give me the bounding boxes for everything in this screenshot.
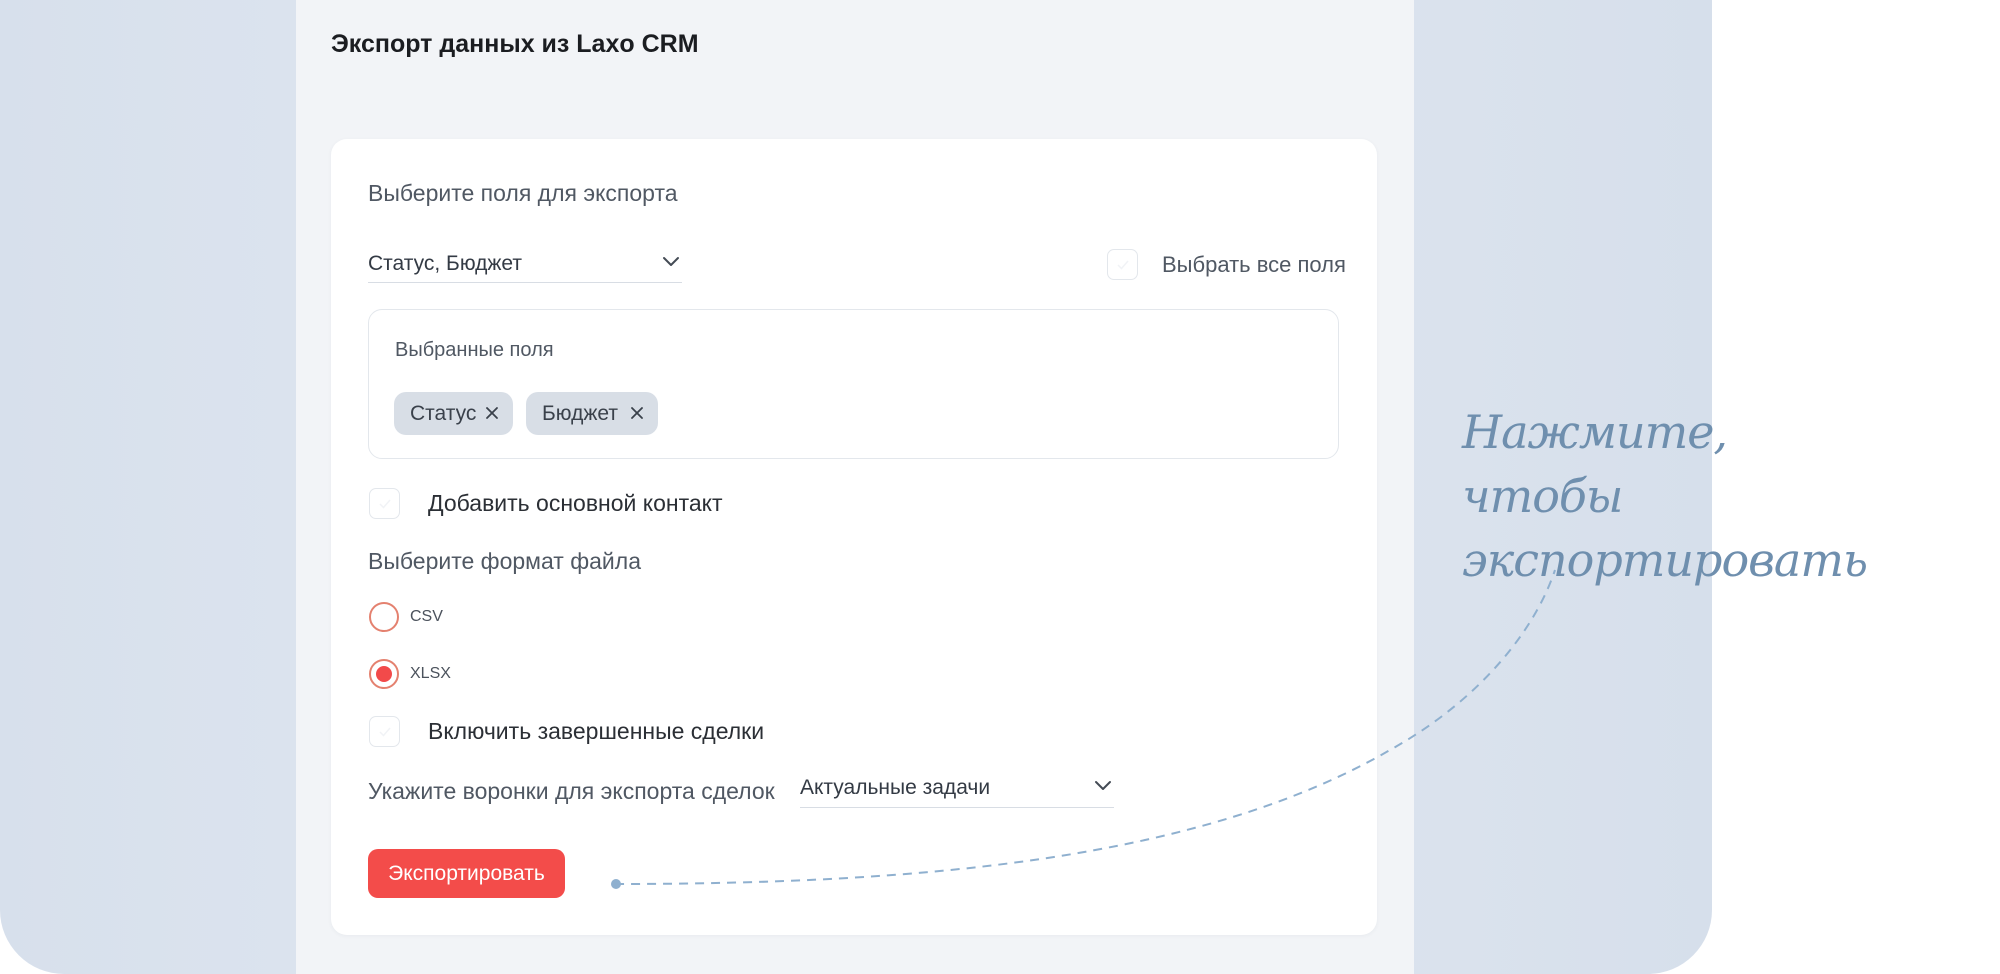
closed-deals-checkbox[interactable] [369,716,400,747]
annotation-text: Нажмите, чтобы экспортировать [1462,400,1868,592]
fields-select[interactable]: Статус, Бюджет [368,246,682,283]
page-title: Экспорт данных из Laxo CRM [331,30,699,58]
pipelines-select-value: Актуальные задачи [800,776,991,799]
check-icon [379,499,391,509]
chevron-down-icon [1095,781,1111,790]
pipelines-select[interactable]: Актуальные задачи [800,770,1114,808]
radio-xlsx[interactable] [369,659,399,689]
selected-fields-box [368,309,1339,459]
radio-selected-dot [376,666,392,682]
chevron-down-icon [663,257,679,266]
selected-fields-label: Выбранные поля [395,339,554,361]
pipelines-label: Укажите воронки для экспорта сделок [368,778,775,804]
check-icon [379,727,391,737]
export-button[interactable]: Экспортировать [368,849,565,898]
format-label: Выберите формат файла [368,548,641,574]
main-contact-label[interactable]: Добавить основной контакт [428,490,723,516]
main-contact-checkbox[interactable] [369,488,400,519]
chip-budget: Бюджет [526,392,658,435]
radio-xlsx-label[interactable]: XLSX [410,665,451,682]
close-icon[interactable] [485,406,499,420]
close-icon[interactable] [630,406,644,420]
select-all-label[interactable]: Выбрать все поля [1162,252,1346,277]
closed-deals-label[interactable]: Включить завершенные сделки [428,718,765,744]
annotation-line-1: Нажмите, чтобы [1462,405,1728,523]
annotation-dot [611,879,621,889]
chip-label: Статус [410,402,477,425]
annotation-line-2: экспортировать [1462,533,1868,587]
chip-status: Статус [394,392,513,435]
fields-label: Выберите поля для экспорта [368,180,678,206]
radio-csv-label[interactable]: CSV [410,608,443,625]
fields-select-value: Статус, Бюджет [368,252,523,275]
select-all-checkbox[interactable] [1107,249,1138,280]
check-icon [1117,260,1129,270]
chip-label: Бюджет [542,402,618,425]
export-form-card [331,139,1377,935]
radio-csv[interactable] [369,602,399,632]
